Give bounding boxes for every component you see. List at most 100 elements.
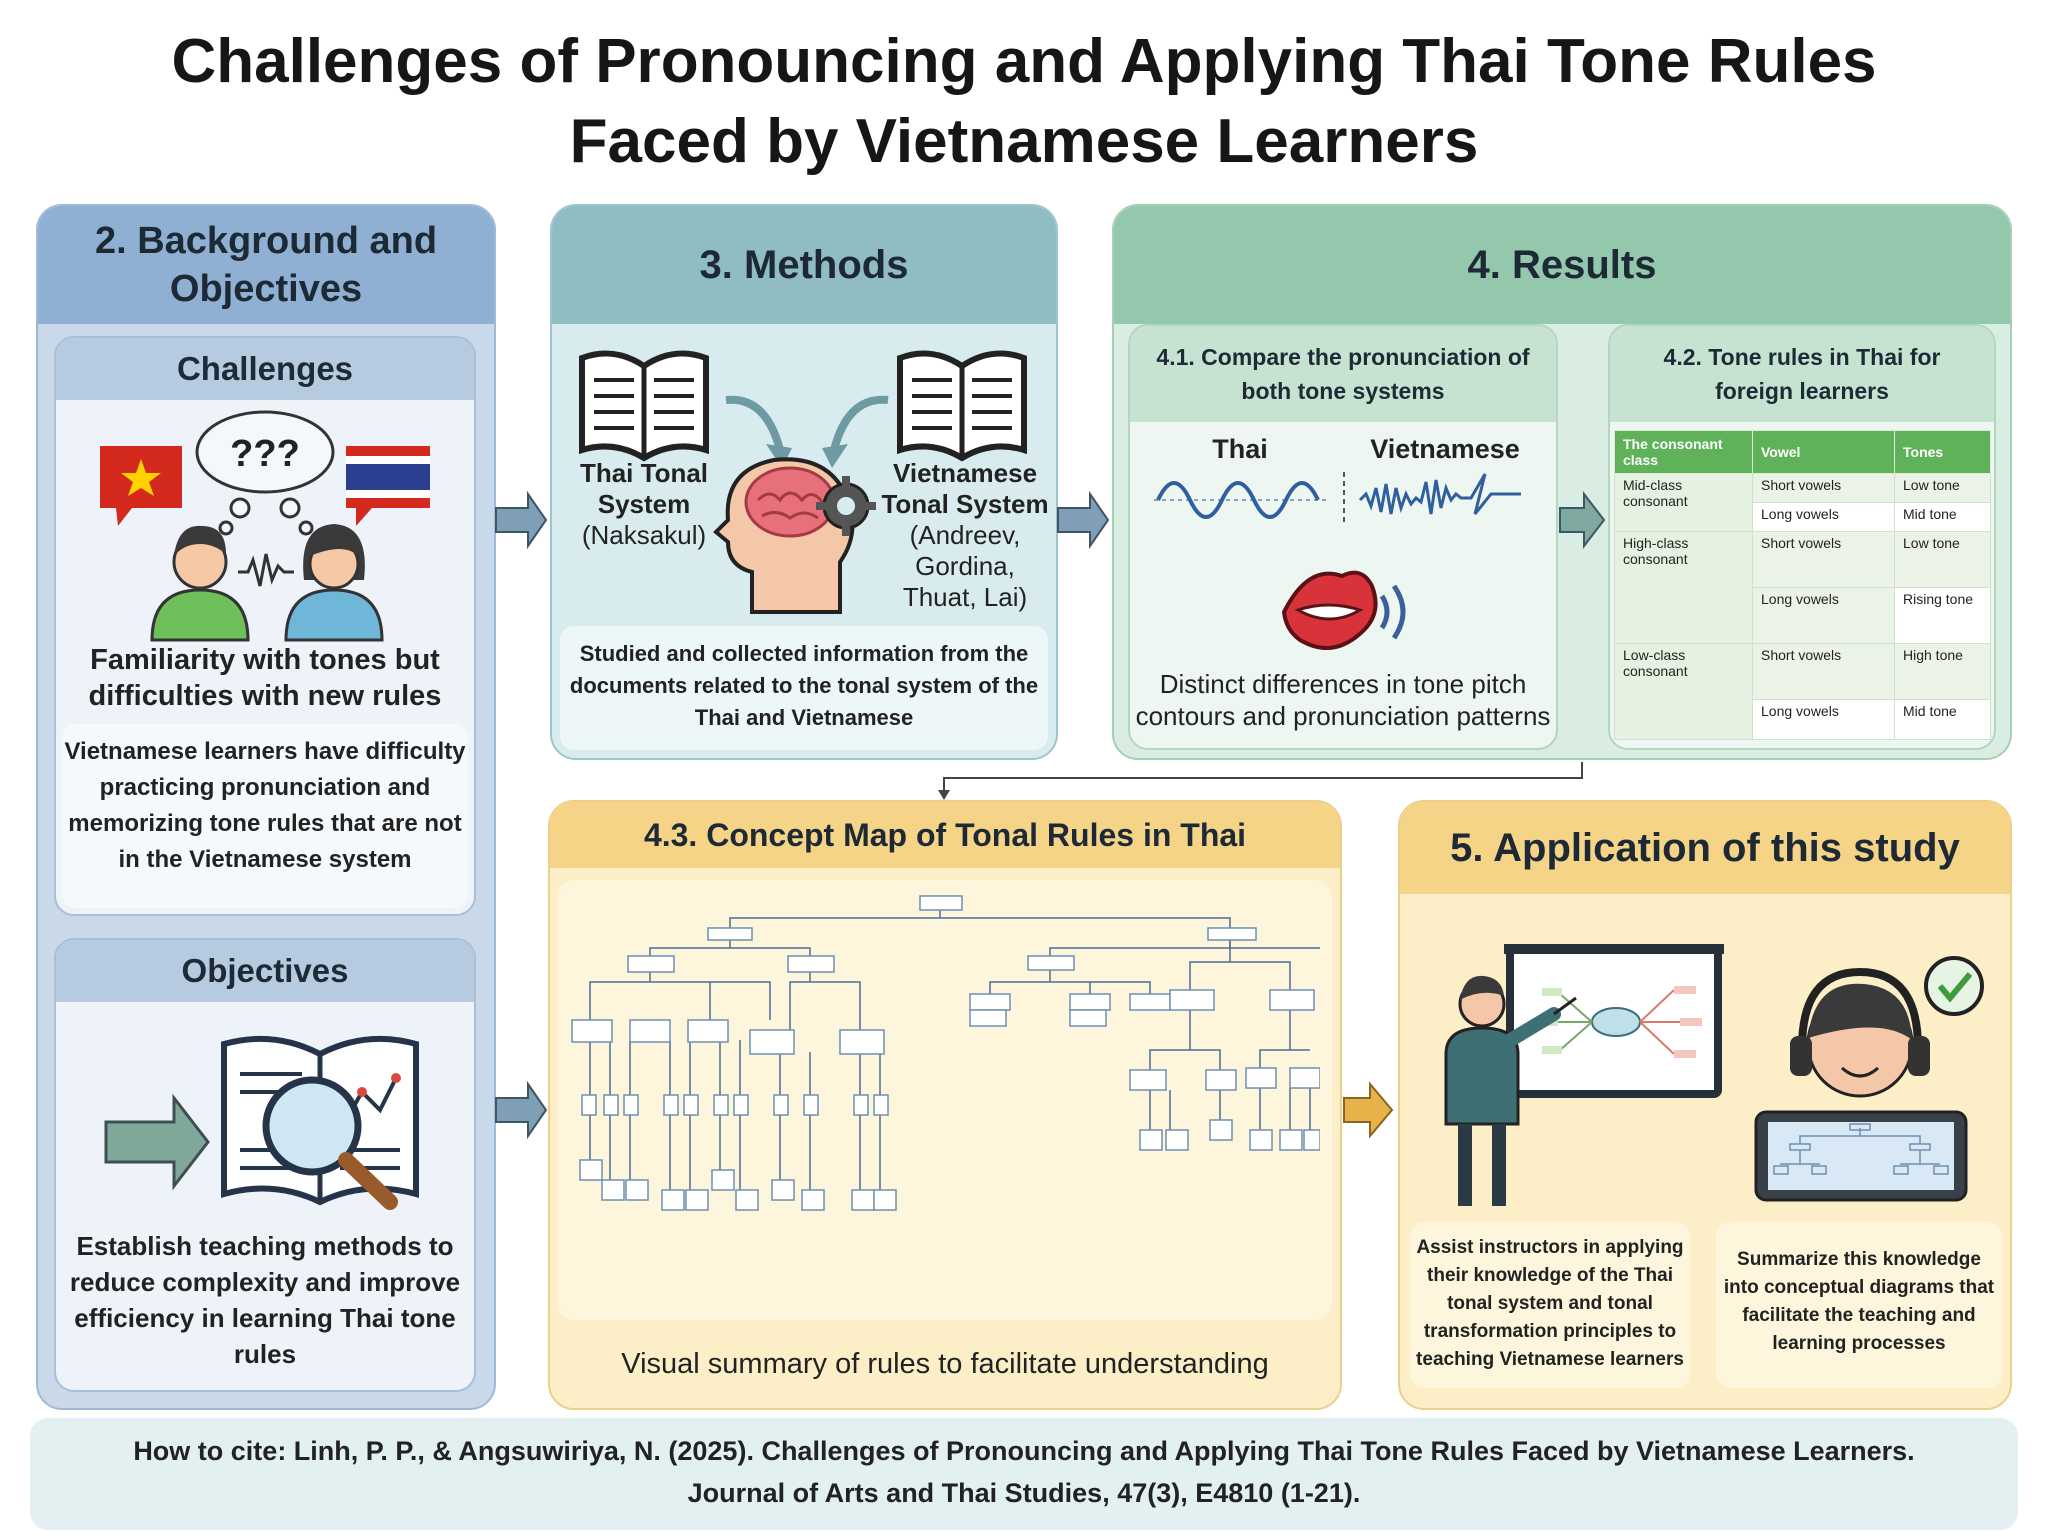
- thailand-flag-icon: [346, 446, 430, 526]
- tone-waveforms: [1154, 472, 1521, 526]
- methods-desc-line1: Studied and collected information from t…: [579, 641, 1029, 666]
- application-right-description: Summarize this knowledge into conceptual…: [1716, 1246, 2002, 1358]
- tone-cell: Mid tone: [1894, 501, 1991, 532]
- arrow-right-icon: [1057, 490, 1110, 550]
- col-header-vowel: Vowel: [1752, 430, 1895, 474]
- results-heading: 4. Results: [1114, 206, 2010, 324]
- magnifying-glass-icon: [262, 1076, 398, 1210]
- whiteboard-icon: [1504, 944, 1724, 1098]
- vietnamese-wave-icon: [1358, 473, 1521, 515]
- connector-line: [943, 762, 1583, 792]
- vowel-cell: Short vowels: [1752, 643, 1895, 701]
- methods-desc-line2: documents related to the tonal system of…: [569, 673, 1039, 698]
- citation-line1: How to cite: Linh, P. P., & Angsuwiriya,…: [133, 1436, 1915, 1466]
- challenges-illustration: ???: [100, 410, 430, 642]
- vietnamese-tonal-system-label: Vietnamese Tonal System (Andreev, Gordin…: [870, 458, 1060, 613]
- col-header-class: The consonant class: [1614, 430, 1753, 474]
- challenges-caption: Familiarity with tones but difficulties …: [60, 642, 470, 714]
- challenges-desc-line2: practicing pronunciation and: [99, 774, 431, 801]
- compare-heading-line2: both tone systems: [1241, 378, 1445, 404]
- tone-cell: High tone: [1894, 643, 1991, 701]
- objectives-desc-line4: rules: [233, 1339, 297, 1369]
- tone-cell: Low tone: [1894, 530, 1991, 589]
- female-learner-icon: [284, 524, 384, 642]
- tone-cell: Rising tone: [1894, 587, 1991, 645]
- viet-label-line3: (Andreev,: [909, 520, 1021, 550]
- tone-rules-heading: 4.2. Tone rules in Thai for foreign lear…: [1610, 326, 1994, 422]
- challenges-caption-line2: difficulties with new rules: [88, 680, 442, 712]
- table-row: Low-class consonant: [1614, 643, 1753, 740]
- thai-label-line1: Thai Tonal: [579, 458, 709, 488]
- col-header-tones: Tones: [1894, 430, 1991, 474]
- compare-thai-label: Thai: [1212, 434, 1268, 464]
- compare-card: 4.1. Compare the pronunciation of both t…: [1128, 324, 1558, 750]
- compare-desc-line1: Distinct differences in tone pitch: [1159, 669, 1527, 699]
- challenges-desc-line3: memorizing tone rules that are not: [68, 810, 462, 837]
- compare-vietnamese-label: Vietnamese: [1370, 434, 1520, 464]
- tone-rules-heading-line2: foreign learners: [1715, 378, 1889, 404]
- challenges-desc-line1: Vietnamese learners have difficulty: [64, 738, 466, 765]
- objectives-desc-line1: Establish teaching methods to: [76, 1231, 454, 1261]
- vowel-cell: Long vowels: [1752, 501, 1895, 532]
- background-heading: 2. Background and Objectives: [38, 206, 494, 324]
- concept-map-caption: Visual summary of rules to facilitate un…: [621, 1348, 1269, 1380]
- viet-label-line2: Tonal System: [881, 489, 1049, 519]
- class-cell-line2: consonant: [1623, 550, 1688, 567]
- viet-label-line4: Gordina,: [915, 551, 1015, 581]
- vowel-cell: Short vowels: [1752, 472, 1895, 503]
- application-left-description: Assist instructors in applying their kno…: [1410, 1234, 1690, 1374]
- arrow-down-icon: [938, 790, 950, 800]
- class-cell-line2: consonant: [1623, 663, 1688, 680]
- arrow-right-icon: [495, 1080, 548, 1140]
- compare-heading: 4.1. Compare the pronunciation of both t…: [1130, 326, 1556, 422]
- objectives-illustration: [104, 1035, 419, 1210]
- application-heading: 5. Application of this study: [1400, 802, 2010, 894]
- class-cell-line1: Mid-class: [1623, 476, 1683, 493]
- speaking-mouth-icon: [1281, 570, 1406, 650]
- class-cell-line1: High-class: [1623, 534, 1689, 551]
- curved-arrow-right-icon: [830, 395, 889, 452]
- objectives-desc-line2: reduce complexity and improve: [69, 1267, 461, 1297]
- app-left-line1: Assist instructors in applying: [1416, 1237, 1684, 1258]
- thai-label-line2: System: [597, 489, 691, 519]
- background-heading-line1: 2. Background and: [94, 220, 438, 262]
- app-right-line3: facilitate the teaching and: [1742, 1305, 1976, 1326]
- concept-map-heading: 4.3. Concept Map of Tonal Rules in Thai: [550, 802, 1340, 868]
- compare-heading-line1: 4.1. Compare the pronunciation of: [1156, 344, 1530, 370]
- app-right-line1: Summarize this knowledge: [1737, 1249, 1981, 1270]
- vowel-cell: Short vowels: [1752, 530, 1895, 589]
- thai-label-line3: (Naksakul): [581, 520, 707, 550]
- viet-label-line1: Vietnamese: [892, 458, 1038, 488]
- page-title-line1: Challenges of Pronouncing and Applying T…: [171, 27, 1877, 96]
- vowel-cell: Long vowels: [1752, 699, 1895, 740]
- arrow-right-icon: [495, 490, 548, 550]
- background-heading-line2: Objectives: [169, 268, 363, 310]
- page-title: Challenges of Pronouncing and Applying T…: [0, 22, 2048, 182]
- citation-line2: Journal of Arts and Thai Studies, 47(3),…: [687, 1478, 1361, 1508]
- challenges-caption-line1: Familiarity with tones but: [90, 644, 440, 676]
- methods-description: Studied and collected information from t…: [560, 638, 1048, 734]
- app-right-line2: into conceptual diagrams that: [1723, 1277, 1995, 1298]
- methods-heading: 3. Methods: [552, 206, 1056, 324]
- tone-rules-heading-line1: 4.2. Tone rules in Thai for: [1663, 344, 1941, 370]
- tone-cell: Mid tone: [1894, 699, 1991, 740]
- challenges-description: Vietnamese learners have difficulty prac…: [62, 734, 468, 878]
- challenges-desc-box: [62, 724, 468, 908]
- app-left-line3: tonal system and tonal: [1447, 1293, 1653, 1314]
- thai-book-icon: [579, 350, 709, 462]
- citation-text: How to cite: Linh, P. P., & Angsuwiriya,…: [30, 1430, 2018, 1514]
- thai-wave-icon: [1156, 481, 1320, 519]
- tone-rules-table: The consonant class Vowel Tones Mid-clas…: [1614, 430, 1991, 740]
- sound-wave-icon: [238, 553, 294, 587]
- challenges-desc-line4: in the Vietnamese system: [118, 846, 412, 873]
- arrow-right-icon: [1559, 491, 1606, 549]
- methods-desc-line3: Thai and Vietnamese: [694, 705, 914, 730]
- thought-bubble-icon: ???: [195, 410, 335, 536]
- methods-illustration: [579, 350, 1027, 614]
- curved-arrow-left-icon: [725, 395, 784, 452]
- instructor-illustration: [1444, 944, 1724, 1206]
- checkmark-icon: [1924, 956, 1984, 1016]
- male-learner-icon: [150, 525, 250, 642]
- objectives-arrow-icon: [104, 1093, 210, 1191]
